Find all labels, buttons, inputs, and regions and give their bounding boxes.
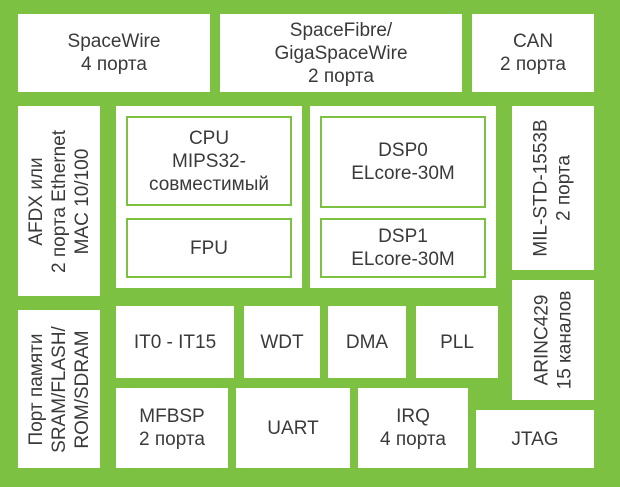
dsp0-block: DSP0 ELcore-30M	[320, 116, 486, 208]
arinc-channels: 15 каналов	[554, 290, 576, 390]
mil-std-block: MIL-STD-1553B 2 порта	[512, 106, 594, 270]
irq-title: IRQ	[396, 406, 430, 427]
afdx-line3: MAC 10/100	[71, 148, 93, 254]
it-block: IT0 - IT15	[116, 306, 234, 378]
jtag-block: JTAG	[476, 410, 594, 468]
spacewire-block: SpaceWire 4 порта	[18, 14, 210, 92]
spacewire-title: SpaceWire	[67, 31, 161, 52]
dma-title: DMA	[345, 331, 389, 353]
afdx-line1: AFDX или	[25, 156, 47, 246]
spacewire-ports: 4 порта	[81, 54, 147, 75]
fpu-title: FPU	[190, 237, 228, 259]
dsp1-core: ELcore-30M	[351, 249, 455, 270]
afdx-line2: 2 порта Ethernet	[48, 129, 70, 273]
pll-title: PLL	[440, 331, 474, 353]
cpu-compat: совместимый	[149, 173, 269, 195]
spacefibre-subtitle: GigaSpaceWire	[274, 42, 408, 64]
cpu-title: CPU	[188, 127, 230, 149]
jtag-title: JTAG	[511, 428, 559, 450]
dsp0-title: DSP0	[378, 140, 428, 161]
arinc-title: ARINC429	[531, 294, 553, 386]
spacefibre-title: SpaceFibre/	[289, 19, 393, 41]
memory-port-types1: SRAM/FLASH/	[48, 325, 70, 453]
mfbsp-ports: 2 порта	[139, 429, 205, 450]
spacefibre-ports: 2 порта	[308, 65, 374, 87]
irq-block: IRQ 4 порта	[358, 388, 468, 468]
mfbsp-block: MFBSP 2 порта	[116, 388, 228, 468]
uart-title: UART	[267, 417, 319, 439]
pll-block: PLL	[416, 306, 498, 378]
arinc-block: ARINC429 15 каналов	[512, 280, 594, 400]
dma-block: DMA	[328, 306, 406, 378]
cpu-arch: MIPS32-	[172, 150, 246, 172]
it-title: IT0 - IT15	[133, 331, 217, 353]
memory-port-title: Порт памяти	[25, 333, 47, 445]
mil-std-title: MIL-STD-1553B	[531, 119, 552, 257]
afdx-block: AFDX или 2 порта Ethernet MAC 10/100	[18, 106, 100, 296]
dsp0-core: ELcore-30M	[351, 163, 455, 184]
can-block: CAN 2 порта	[472, 14, 594, 92]
irq-ports: 4 порта	[380, 429, 446, 450]
can-title: CAN	[512, 31, 554, 52]
spacefibre-block: SpaceFibre/ GigaSpaceWire 2 порта	[220, 14, 462, 92]
cpu-block: CPU MIPS32- совместимый	[126, 116, 292, 206]
dsp1-block: DSP1 ELcore-30M	[320, 218, 486, 278]
mil-std-ports: 2 порта	[554, 155, 575, 221]
uart-block: UART	[236, 388, 350, 468]
wdt-title: WDT	[260, 331, 304, 353]
mfbsp-title: MFBSP	[139, 406, 205, 427]
memory-port-types2: ROM/SDRAM	[71, 329, 93, 449]
can-ports: 2 порта	[500, 54, 566, 75]
fpu-block: FPU	[126, 218, 292, 278]
dsp1-title: DSP1	[378, 226, 428, 247]
memory-port-block: Порт памяти SRAM/FLASH/ ROM/SDRAM	[18, 310, 100, 468]
wdt-block: WDT	[244, 306, 320, 378]
